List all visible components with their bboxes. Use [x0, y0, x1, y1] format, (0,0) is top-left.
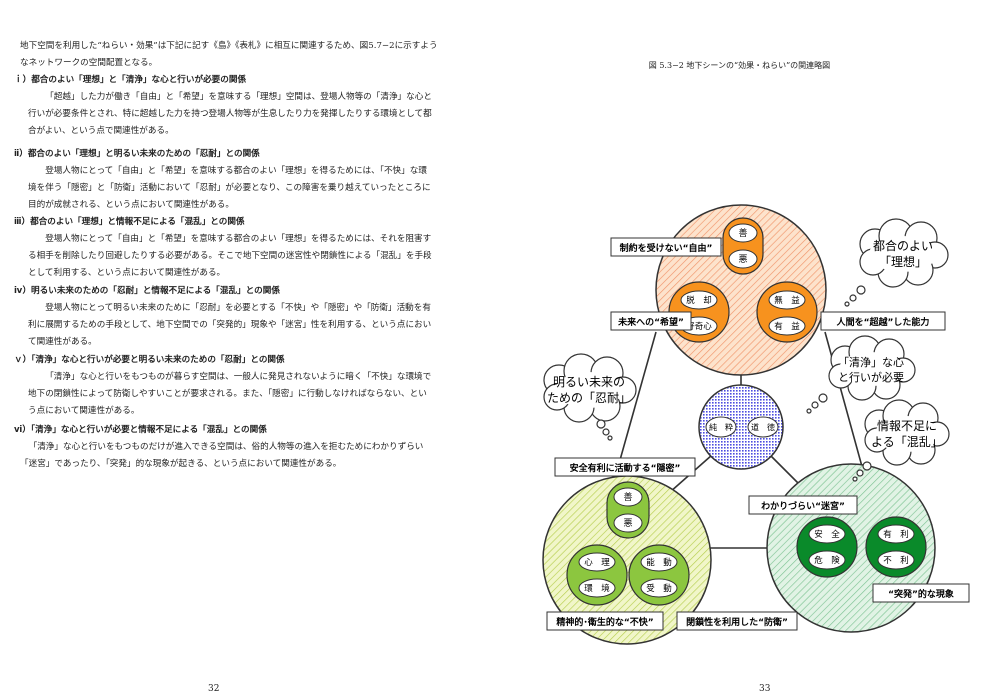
- top-pair-3-upper: 無 益: [774, 295, 800, 306]
- section-4: ⅳ）明るい未来のための「忍耐」と情報不足による「混乱」との関係 登場人物にとって…: [14, 283, 434, 351]
- top-pair-1-lower: 悪: [738, 254, 747, 265]
- svg-text:人間を“超越”した能力: 人間を“超越”した能力: [836, 316, 930, 328]
- section-body: 登場人物にとって「自由」と「希望」を意味する都合のよい「理想」を得るためには、そ…: [28, 234, 432, 278]
- section-body: 「超越」した力が働き「自由」と「希望」を意味する「理想」空間は、登場人物等の「清…: [28, 92, 432, 136]
- bl-label-defense: 閉鎖性を利用した“防衛”: [676, 611, 798, 631]
- svg-text:閉鎖性を利用した“防衛”: 閉鎖性を利用した“防衛”: [686, 616, 788, 628]
- cloud-patience: 明るい未来の ための「忍耐」: [543, 353, 637, 441]
- svg-text:“突発”的な現象: “突発”的な現象: [888, 588, 954, 600]
- section-3: ⅲ）都合のよい「理想」と情報不足による「混乱」との関係 登場人物にとって「自由」…: [14, 214, 434, 282]
- top-pair-2-lower: 好奇心: [686, 321, 712, 332]
- left-page: 地下空間を利用した“ねらい・効果”は下記に記す《島》《表札》に相互に関連するため…: [14, 41, 438, 694]
- br-pair-2-upper: 有 利: [883, 529, 909, 540]
- cloud-confusion: 情報不足に よる「混乱」: [852, 399, 950, 482]
- bl-label-discomfort: 精神的･衛生的な“不快”: [546, 611, 664, 631]
- br-label-labyrinth: わかりづらい“迷宮”: [748, 495, 858, 515]
- page-number: 32: [208, 684, 220, 694]
- section-heading: ｖ）「清浄」な心と行いが必要と明るい未来のための「忍耐」との関係: [14, 355, 285, 365]
- top-pair-3-lower: 有 益: [774, 321, 800, 332]
- section-body: 登場人物にとって明るい未来のために「忍耐」を必要とする「不快」や「隠密」や「防衛…: [28, 303, 432, 347]
- figure-caption: 図 5.3−2 地下シーンの“効果・ねらい”の関連略図: [648, 61, 831, 70]
- bl-pair-1-lower: 悪: [623, 518, 632, 529]
- cloud-ideal-line2: 「理想」: [879, 254, 927, 269]
- section-body: 登場人物にとって「自由」と「希望」を意味する都合のよい「理想」を得るためには、「…: [28, 166, 431, 210]
- section-heading: ｉ）都合のよい「理想」と「清浄」な心と行いが必要の関係: [14, 75, 247, 85]
- section-heading: ⅱ）都合のよい「理想」と明るい未来のための「忍耐」との関係: [14, 149, 260, 159]
- bl-pair-1: 善 悪: [606, 481, 650, 539]
- bl-pair-3-upper: 能 動: [646, 557, 672, 568]
- top-label-freedom: 制約を受けない“自由”: [610, 237, 722, 257]
- bl-pair-3: 能 動 受 動: [628, 544, 690, 606]
- section-5: ｖ）「清浄」な心と行いが必要と明るい未来のための「忍耐」との関係 「清浄」な心と…: [14, 352, 434, 420]
- cloud-purity-line2: と行いが必要: [838, 370, 904, 384]
- top-pair-1-upper: 善: [738, 227, 747, 239]
- cloud-ideal: 都合のよい 「理想」: [844, 218, 949, 307]
- center-group: 純 粋 道 徳: [698, 384, 784, 470]
- top-pair-2-upper: 脱 却: [686, 295, 712, 306]
- cloud-purity-line1: 「清浄」な心: [838, 355, 904, 369]
- cloud-confusion-line2: よる「混乱」: [871, 435, 943, 449]
- svg-text:安全有利に活動する“隠密”: 安全有利に活動する“隠密”: [570, 462, 681, 474]
- br-pair-2: 有 利 不 利: [865, 516, 927, 578]
- center-item-1: 純 粋: [709, 422, 733, 432]
- cloud-patience-line2: ための「忍耐」: [547, 391, 631, 405]
- br-pair-1: 安 全 危 険: [796, 516, 858, 578]
- relationship-diagram: 善 悪 脱 却 好奇心 無 益 有 益 制約を受けない“自由” 未来への“希望”: [542, 204, 970, 645]
- bl-pair-3-lower: 受 動: [646, 583, 672, 594]
- cloud-patience-line1: 明るい未来の: [553, 375, 625, 389]
- section-6: ⅵ）「清浄」な心と行いが必要と情報不足による「混乱」との関係 「清浄」な心と行い…: [14, 422, 434, 473]
- section-body: 「清浄」な心と行いをもつものだけが進入できる空間は、俗的人物等の進入を拒むために…: [20, 442, 424, 469]
- bl-pair-2: 心 理 環 境: [566, 544, 628, 606]
- top-label-hope: 未来への“希望”: [610, 311, 692, 331]
- br-pair-1-upper: 安 全: [814, 529, 840, 540]
- cloud-ideal-line1: 都合のよい: [873, 238, 933, 253]
- section-heading: ⅲ）都合のよい「理想」と情報不足による「混乱」との関係: [14, 217, 245, 227]
- section-1: ｉ）都合のよい「理想」と「清浄」な心と行いが必要の関係 「超越」した力が働き「自…: [14, 72, 434, 140]
- svg-text:わかりづらい“迷宮”: わかりづらい“迷宮”: [761, 500, 845, 512]
- svg-text:未来への“希望”: 未来への“希望”: [617, 316, 684, 328]
- br-pair-1-lower: 危 険: [814, 555, 840, 566]
- br-label-sudden: “突発”的な現象: [872, 583, 970, 603]
- section-heading: ⅳ）明るい未来のための「忍耐」と情報不足による「混乱」との関係: [14, 286, 280, 296]
- bl-pair-1-upper: 善: [623, 491, 632, 503]
- cloud-purity: 「清浄」な心 と行いが必要: [806, 335, 916, 414]
- right-page: 図 5.3−2 地下シーンの“効果・ねらい”の関連略図: [493, 0, 986, 700]
- bl-label-secret: 安全有利に活動する“隠密”: [554, 457, 696, 477]
- center-item-2: 道 徳: [751, 422, 775, 432]
- section-body: 「清浄」な心と行いをもつものが暮らす空間は、一般人に発見されないように暗く「不快…: [28, 372, 432, 416]
- top-pair-1: 善 悪: [722, 217, 764, 275]
- svg-text:制約を受けない“自由”: 制約を受けない“自由”: [620, 242, 713, 254]
- top-pair-3: 無 益 有 益: [756, 281, 818, 343]
- br-pair-2-lower: 不 利: [883, 555, 909, 566]
- section-heading: ⅵ）「清浄」な心と行いが必要と情報不足による「混乱」との関係: [14, 425, 267, 435]
- bl-pair-2-upper: 心 理: [584, 558, 610, 568]
- top-label-transcend: 人間を“超越”した能力: [820, 311, 946, 331]
- cloud-confusion-line1: 情報不足に: [877, 419, 937, 433]
- page-number: 33: [759, 684, 771, 694]
- svg-text:精神的･衛生的な“不快”: 精神的･衛生的な“不快”: [556, 616, 653, 628]
- bl-pair-2-lower: 環 境: [584, 583, 610, 594]
- section-2: ⅱ）都合のよい「理想」と明るい未来のための「忍耐」との関係 登場人物にとって「自…: [14, 146, 434, 214]
- intro-paragraph: 地下空間を利用した“ねらい・効果”は下記に記す《島》《表札》に相互に関連するため…: [20, 41, 438, 68]
